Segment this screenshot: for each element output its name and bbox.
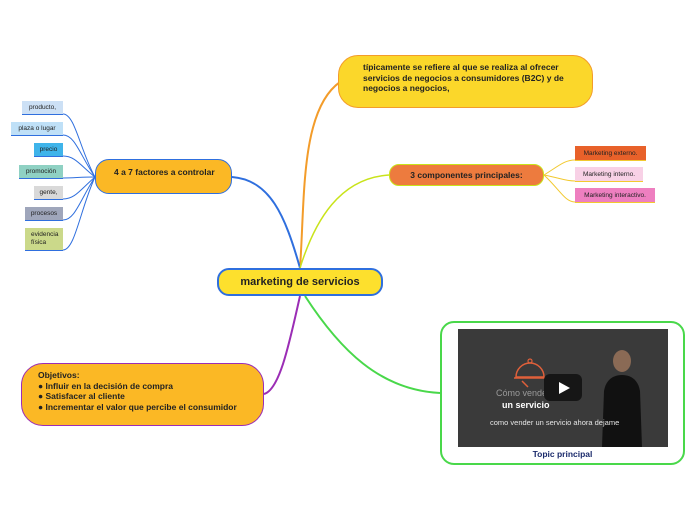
components-node[interactable]: 3 componentes principales: bbox=[389, 164, 544, 186]
component-externo[interactable]: Marketing externo. bbox=[575, 146, 646, 161]
objective-item: ● Satisfacer al cliente bbox=[38, 391, 125, 401]
video-node[interactable]: Cómo vender un servicio como vender un s… bbox=[440, 321, 685, 465]
play-button[interactable] bbox=[544, 374, 582, 401]
factor-evidencia[interactable]: evidencia física bbox=[25, 228, 63, 251]
factor-precio[interactable]: precio bbox=[34, 143, 63, 157]
objective-item: ● Incrementar el valor que percibe el co… bbox=[38, 401, 237, 412]
factors-node[interactable]: 4 a 7 factores a controlar bbox=[95, 159, 232, 194]
component-interno[interactable]: Marketing interno. bbox=[575, 167, 643, 182]
factor-procesos[interactable]: procesos bbox=[25, 207, 63, 221]
video-subtitle: como vender un servicio ahora dejame bbox=[490, 418, 620, 427]
video-title-line2: un servicio bbox=[502, 400, 550, 410]
factor-gente[interactable]: gente, bbox=[34, 186, 63, 200]
link-central-components bbox=[299, 174, 390, 269]
video-title-line1: Cómo vender bbox=[496, 388, 551, 398]
factor-producto[interactable]: producto, bbox=[22, 101, 63, 115]
component-interactivo[interactable]: Marketing interactivo. bbox=[575, 188, 655, 203]
objectives-title: Objetivos: bbox=[38, 370, 80, 380]
video-thumbnail[interactable]: Cómo vender un servicio como vender un s… bbox=[458, 329, 668, 447]
factor-promocion[interactable]: promoción bbox=[19, 165, 63, 179]
factor-plaza[interactable]: plaza o lugar bbox=[11, 122, 63, 136]
link-central-objectives bbox=[263, 295, 301, 395]
video-caption: Topic principal bbox=[532, 449, 593, 459]
service-tray-icon bbox=[514, 358, 546, 388]
objectives-node[interactable]: Objetivos: ● Influir en la decisión de c… bbox=[21, 363, 264, 426]
link-central-left bbox=[231, 176, 301, 269]
link-central-video bbox=[304, 295, 441, 394]
link-central-top bbox=[299, 81, 341, 269]
presenter-figure bbox=[602, 350, 642, 447]
objective-item: ● Influir en la decisión de compra bbox=[38, 380, 174, 391]
central-topic[interactable]: marketing de servicios bbox=[217, 268, 383, 296]
definition-node[interactable]: típicamente se refiere al que se realiza… bbox=[338, 55, 593, 108]
